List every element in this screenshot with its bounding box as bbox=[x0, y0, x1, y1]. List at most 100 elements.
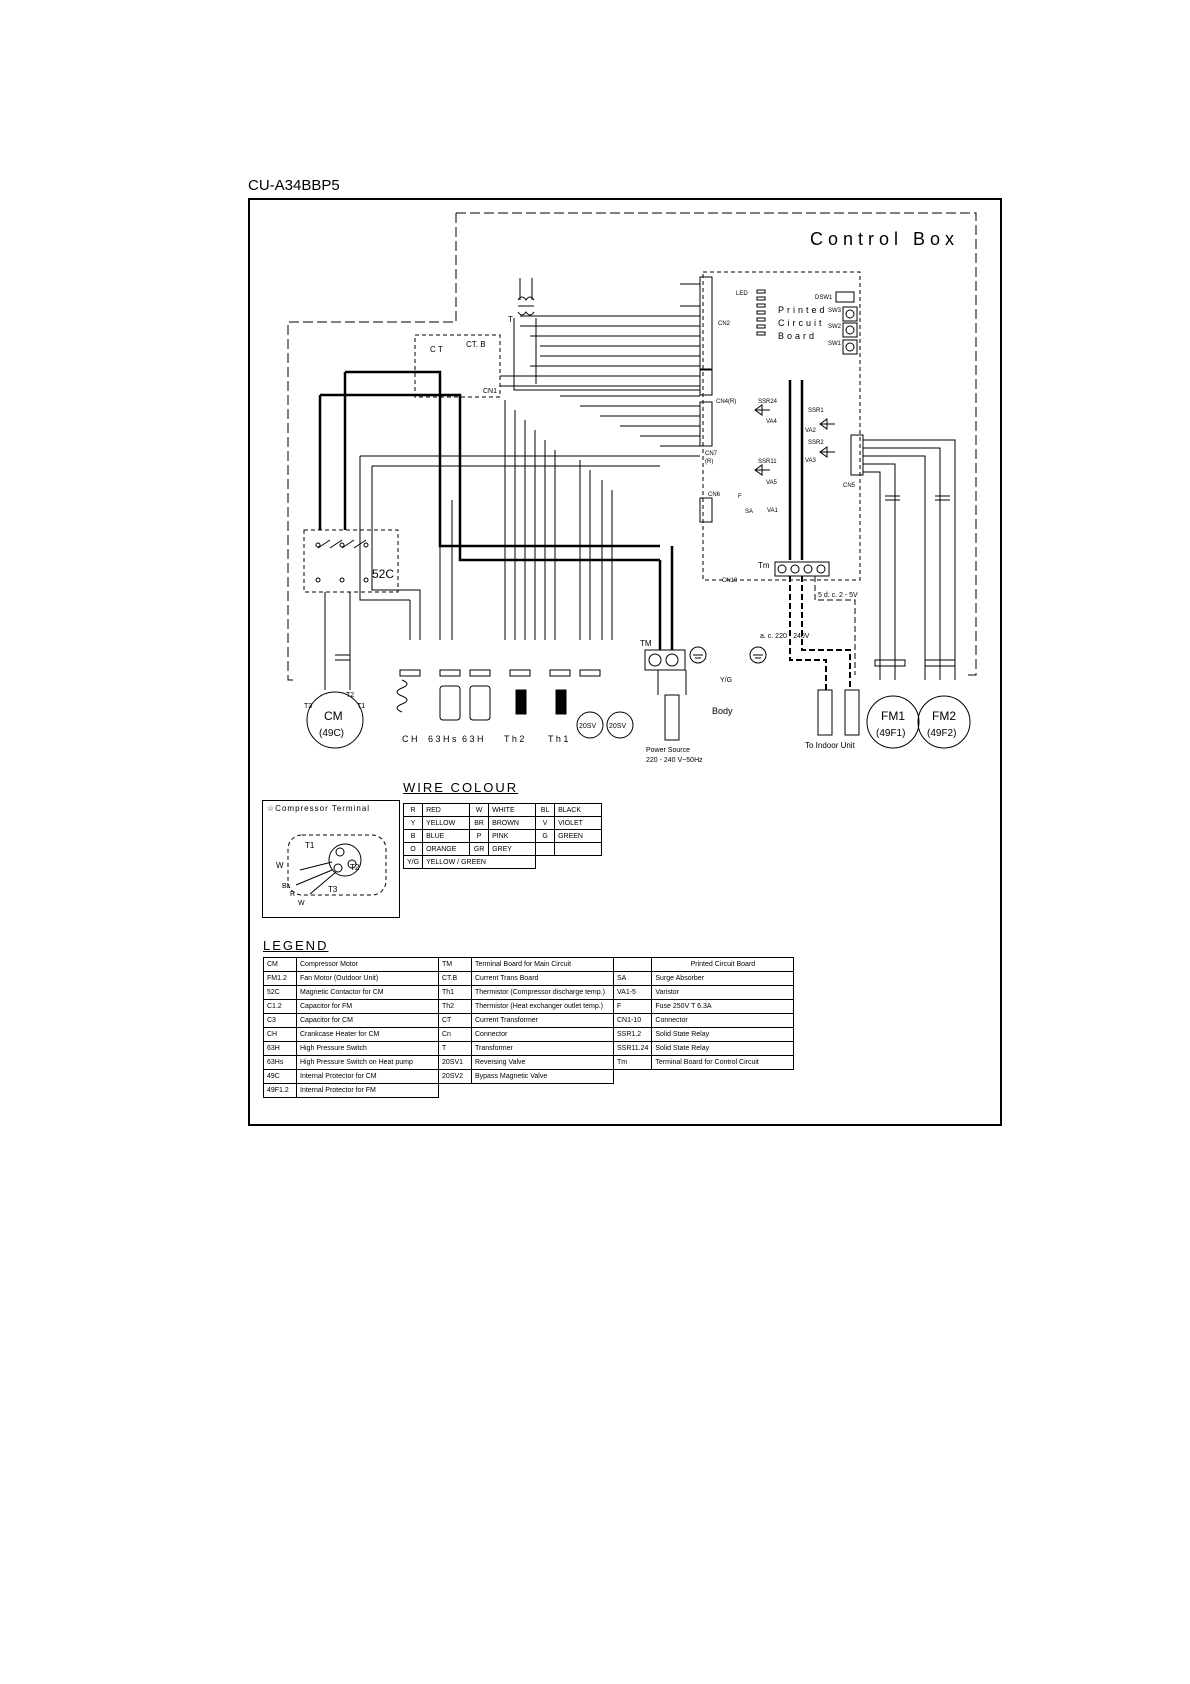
va4-label: VA4 bbox=[766, 419, 778, 425]
wire-colour-cell: V bbox=[535, 816, 556, 830]
tm-terminal-block bbox=[774, 561, 830, 577]
legend-cell: Internal Protector for FM bbox=[296, 1083, 439, 1098]
control-box-label: Control Box bbox=[810, 229, 959, 249]
pcb-boundary bbox=[702, 271, 861, 581]
legend-cell: F bbox=[612, 999, 653, 1014]
legend-cell: Th1 bbox=[438, 985, 472, 1000]
wire-colour-cell: GREEN bbox=[554, 829, 603, 843]
crankcase-heater bbox=[396, 679, 408, 713]
legend-cell bbox=[614, 1070, 652, 1084]
legend-cell: Transformer bbox=[471, 1041, 614, 1056]
fuse-label: F bbox=[738, 494, 742, 500]
legend-cell: FM1.2 bbox=[263, 971, 297, 986]
ssr-symbols bbox=[754, 404, 835, 476]
legend-cell bbox=[652, 1070, 794, 1084]
dsw1-switch bbox=[835, 291, 855, 303]
legend-cell bbox=[439, 1084, 472, 1098]
contactor-52c-label: 52C bbox=[372, 567, 394, 581]
legend-cell: Cn bbox=[438, 1027, 472, 1042]
power-wires bbox=[318, 370, 804, 650]
sw2-label: SW2 bbox=[828, 324, 842, 330]
dsw1-label: DSW1 bbox=[815, 295, 833, 301]
sw1-switch bbox=[842, 339, 858, 355]
legend-cell bbox=[612, 957, 653, 972]
fan-motor-2 bbox=[917, 695, 971, 749]
cm-label: CM bbox=[324, 709, 343, 723]
sw3-label: SW3 bbox=[828, 308, 842, 314]
thermistor-th2 bbox=[515, 689, 527, 715]
wire-colour-cell: ORANGE bbox=[422, 842, 471, 856]
legend-cell: 52C bbox=[263, 985, 297, 1000]
ac-note-label: a. c. 220 - 240V bbox=[760, 633, 810, 640]
legend-cell: High Pressure Switch on Heat pump bbox=[296, 1055, 439, 1070]
fan-wires bbox=[863, 439, 956, 680]
legend-cell: Thermistor (Heat exchanger outlet temp.) bbox=[471, 999, 614, 1014]
wire-colour-cell: VIOLET bbox=[554, 816, 603, 830]
transformer-label: T bbox=[508, 315, 513, 324]
power-source-label-1: Power Source bbox=[646, 747, 690, 754]
legend-cell: VA1-5 bbox=[612, 985, 653, 1000]
cn2-connector bbox=[699, 276, 713, 370]
terminal-bl-label: BL bbox=[282, 883, 291, 890]
fm1-protector-label: (49F1) bbox=[876, 728, 905, 739]
wire-colour-cell: Y/G bbox=[402, 855, 424, 869]
legend-cell: Terminal Board for Control Circuit bbox=[651, 1055, 795, 1070]
tm-main-terminal bbox=[644, 649, 686, 671]
wire-colour-cell: PINK bbox=[488, 829, 537, 843]
legend-cell bbox=[652, 1084, 794, 1098]
indoor-unit-cable-2 bbox=[844, 689, 860, 736]
va3-label: VA3 bbox=[805, 458, 817, 464]
legend-cell: TM bbox=[438, 957, 472, 972]
cn10-label: CN10 bbox=[722, 578, 738, 584]
ch-label: C H bbox=[402, 734, 418, 744]
wire-colour-cell: GR bbox=[469, 842, 490, 856]
wire-colour-cell: RED bbox=[422, 803, 471, 817]
legend-cell: Fan Motor (Outdoor Unit) bbox=[296, 971, 439, 986]
load-wires bbox=[359, 400, 613, 640]
cn6-label: CN6 bbox=[708, 492, 721, 498]
contactor-52c-contacts bbox=[315, 539, 369, 583]
ssr1-label: SSR1 bbox=[808, 408, 824, 414]
terminal-r-label: R bbox=[290, 891, 295, 898]
wire-colour-cell: WHITE bbox=[488, 803, 537, 817]
legend-cell: CH bbox=[263, 1027, 297, 1042]
wire-colour-cell: B bbox=[402, 829, 424, 843]
wire-colour-title: WIRE COLOUR bbox=[403, 780, 519, 795]
control-box-left-boundary bbox=[287, 213, 457, 681]
wire-colour-cell: BROWN bbox=[488, 816, 537, 830]
control-wires bbox=[360, 283, 700, 467]
legend-cell: Thermistor (Compressor discharge temp.) bbox=[471, 985, 614, 1000]
legend-cell: T bbox=[438, 1041, 472, 1056]
ct-label: C T bbox=[430, 345, 443, 354]
legend-cell: C3 bbox=[263, 1013, 297, 1028]
power-source-label-2: 220 - 240 V~50Hz bbox=[646, 757, 703, 764]
legend-cell: Terminal Board for Main Circuit bbox=[471, 957, 614, 972]
wire-colour-cell: R bbox=[402, 803, 424, 817]
wire-colour-cell: BL bbox=[535, 803, 556, 817]
legend-cell: SSR1.2 bbox=[612, 1027, 653, 1042]
sw1-label: SW1 bbox=[828, 341, 842, 347]
pcb-label-2: Circuit bbox=[778, 318, 825, 328]
cn4-connector bbox=[699, 401, 713, 447]
pressure-switch-63hs bbox=[439, 685, 461, 721]
ctb-label: CT. B bbox=[466, 340, 486, 349]
sv1-label: 20SV bbox=[579, 723, 596, 730]
sw2-switch bbox=[842, 322, 858, 338]
ssr11-label: SSR11 bbox=[758, 459, 777, 465]
th2-label: T h 2 bbox=[504, 734, 524, 744]
legend-cell: CM bbox=[263, 957, 297, 972]
compressor-terminal-box: ☆Compressor Terminal bbox=[262, 800, 400, 918]
fan-motor-1 bbox=[866, 695, 920, 749]
wire-colour-cell: YELLOW / GREEN bbox=[422, 855, 537, 869]
wire-colour-cell: G bbox=[535, 829, 556, 843]
indoor-unit-cable-1 bbox=[817, 689, 833, 736]
legend-cell: Current Trans Board bbox=[471, 971, 614, 986]
